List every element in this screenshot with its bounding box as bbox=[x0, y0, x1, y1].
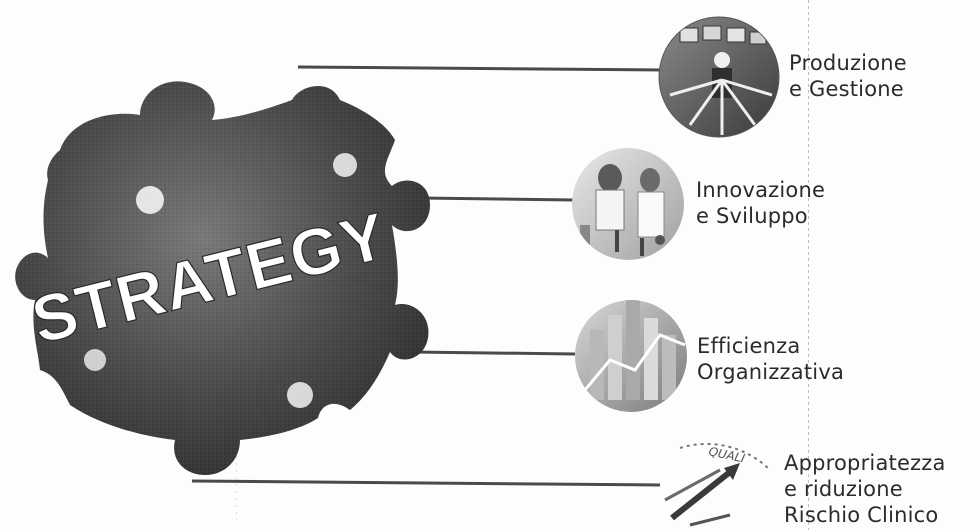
vertical-guide-line-left bbox=[236, 400, 237, 520]
quality-gauge-icon: QUALI bbox=[664, 443, 771, 527]
label-line: Innovazione bbox=[696, 178, 826, 202]
connector-line-2 bbox=[419, 196, 575, 202]
bar-chart-icon bbox=[575, 300, 687, 412]
label-line: Organizzativa bbox=[697, 360, 845, 384]
strategy-puzzle-piece: STRATEGY bbox=[15, 81, 430, 475]
label-line: Rischio Clinico bbox=[784, 503, 939, 527]
puzzle-notch bbox=[287, 382, 313, 408]
connector-line-1 bbox=[297, 65, 666, 72]
connector-line-3 bbox=[411, 350, 576, 356]
laboratory-icon bbox=[572, 148, 684, 260]
label-efficienza: Efficienza Organizzativa bbox=[697, 333, 844, 385]
manager-network-icon bbox=[658, 16, 780, 138]
label-appropriatezza: Appropriatezza e riduzione Rischio Clini… bbox=[784, 450, 946, 528]
connector-lines bbox=[191, 65, 666, 487]
label-line: e Gestione bbox=[789, 77, 904, 101]
label-produzione: Produzione e Gestione bbox=[789, 50, 907, 102]
gauge-text: QUALI bbox=[707, 444, 746, 465]
label-innovazione: Innovazione e Sviluppo bbox=[696, 177, 825, 229]
label-line: Efficienza bbox=[697, 334, 801, 358]
label-line: e Sviluppo bbox=[696, 204, 808, 228]
vertical-guide-line bbox=[808, 0, 809, 530]
puzzle-notch bbox=[136, 186, 164, 214]
label-line: Appropriatezza bbox=[784, 451, 946, 475]
puzzle-notch bbox=[333, 153, 357, 177]
label-line: e riduzione bbox=[784, 477, 903, 501]
label-line: Produzione bbox=[789, 51, 907, 75]
connector-line-4 bbox=[191, 479, 661, 487]
puzzle-notch bbox=[84, 349, 106, 371]
